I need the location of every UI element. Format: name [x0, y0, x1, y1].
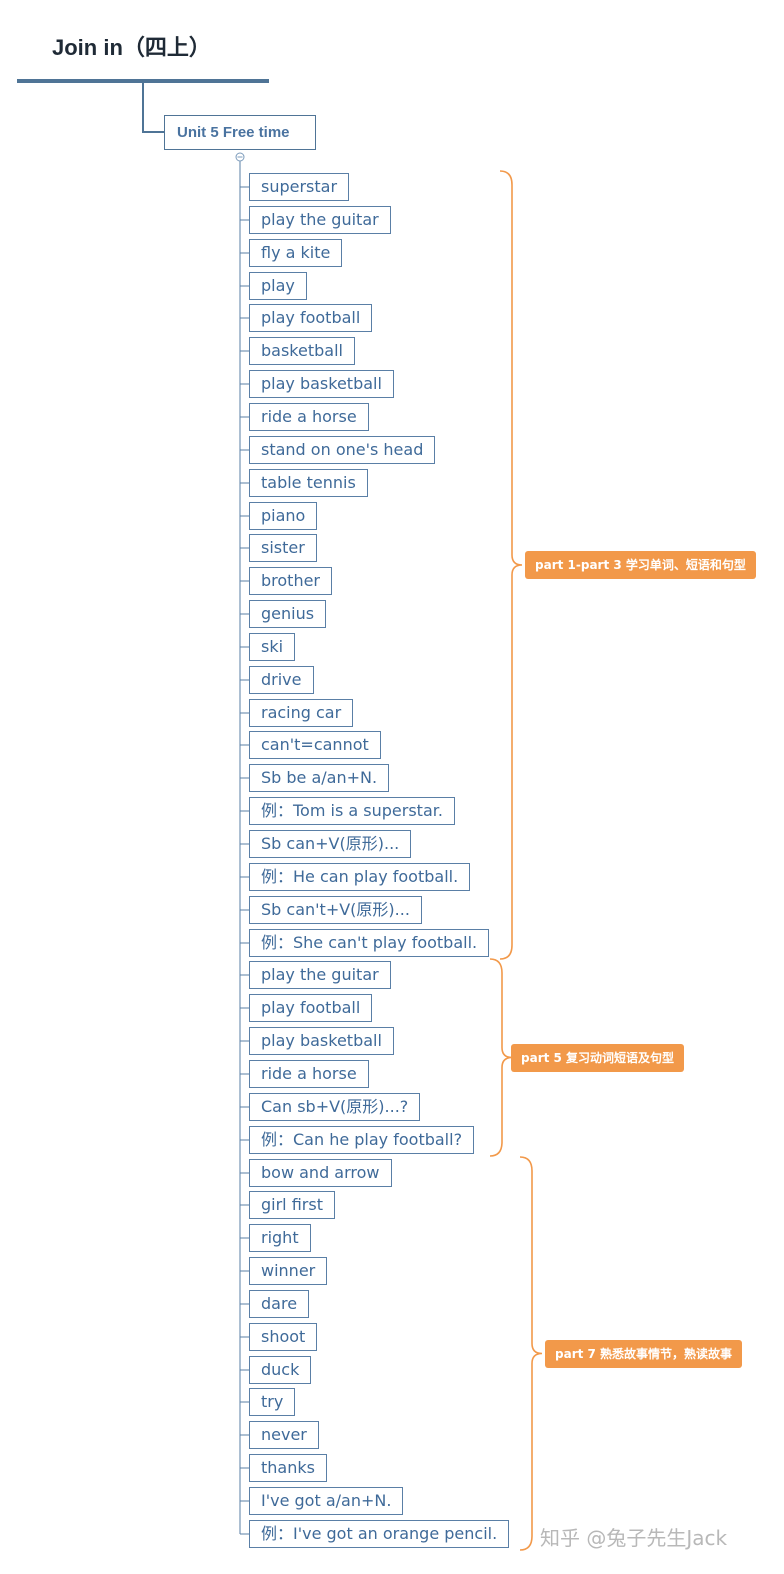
item-node[interactable]: genius — [249, 600, 327, 628]
item-node[interactable]: play basketball — [249, 370, 394, 398]
item-node[interactable]: piano — [249, 502, 318, 530]
item-node[interactable]: can't=cannot — [249, 731, 381, 759]
group-bracket — [499, 170, 523, 960]
group-tag[interactable]: part 7 熟悉故事情节，熟读故事 — [545, 1340, 743, 1368]
group-bracket — [489, 958, 513, 1157]
group-tag[interactable]: part 5 复习动词短语及句型 — [511, 1044, 685, 1072]
item-node[interactable]: 例：I've got an orange pencil. — [249, 1520, 510, 1548]
item-node[interactable]: racing car — [249, 699, 354, 727]
item-node[interactable]: sister — [249, 534, 317, 562]
group-tag[interactable]: part 1-part 3 学习单词、短语和句型 — [525, 551, 756, 579]
group-brackets — [489, 170, 543, 1551]
item-node[interactable]: bow and arrow — [249, 1159, 392, 1187]
item-node[interactable]: girl first — [249, 1191, 335, 1219]
item-node[interactable]: play the guitar — [249, 961, 391, 989]
item-node[interactable]: 例：Can he play football? — [249, 1126, 475, 1154]
item-node[interactable]: right — [249, 1224, 311, 1252]
item-node[interactable]: 例：Tom is a superstar. — [249, 797, 455, 825]
item-node[interactable]: duck — [249, 1356, 312, 1384]
watermark: 知乎 @兔子先生Jack — [540, 1526, 728, 1550]
item-node[interactable]: try — [249, 1388, 296, 1416]
item-node[interactable]: ski — [249, 633, 296, 661]
root-title: Join in（四上） — [52, 35, 211, 60]
item-node[interactable]: play the guitar — [249, 206, 391, 234]
item-node[interactable]: Sb be a/an+N. — [249, 764, 390, 792]
item-node[interactable]: play basketball — [249, 1027, 394, 1055]
item-node[interactable]: ride a horse — [249, 403, 369, 431]
item-node[interactable]: Sb can't+V(原形)... — [249, 896, 422, 924]
item-node[interactable]: dare — [249, 1290, 310, 1318]
item-node[interactable]: I've got a/an+N. — [249, 1487, 404, 1515]
item-node[interactable]: brother — [249, 567, 333, 595]
branch-lines — [239, 161, 249, 1535]
item-node[interactable]: Sb can+V(原形)... — [249, 830, 412, 858]
unit-node[interactable]: Unit 5 Free time — [164, 115, 316, 150]
root-to-unit-connector — [142, 83, 164, 133]
item-node[interactable]: never — [249, 1421, 319, 1449]
item-node[interactable]: play football — [249, 994, 373, 1022]
item-node[interactable]: superstar — [249, 173, 350, 201]
item-node[interactable]: fly a kite — [249, 239, 343, 267]
item-node[interactable]: ride a horse — [249, 1060, 369, 1088]
item-node[interactable]: Can sb+V(原形)...? — [249, 1093, 421, 1121]
item-node[interactable]: 例：He can play football. — [249, 863, 471, 891]
item-node[interactable]: basketball — [249, 337, 355, 365]
item-node[interactable]: play football — [249, 304, 373, 332]
item-node[interactable]: stand on one's head — [249, 436, 436, 464]
root-underline — [17, 79, 269, 83]
item-node[interactable]: shoot — [249, 1323, 318, 1351]
item-node[interactable]: thanks — [249, 1454, 327, 1482]
item-node[interactable]: winner — [249, 1257, 328, 1285]
item-node[interactable]: table tennis — [249, 469, 368, 497]
item-node[interactable]: drive — [249, 666, 314, 694]
item-node[interactable]: 例：She can't play football. — [249, 929, 490, 957]
item-node[interactable]: play — [249, 272, 307, 300]
group-bracket — [519, 1156, 543, 1551]
